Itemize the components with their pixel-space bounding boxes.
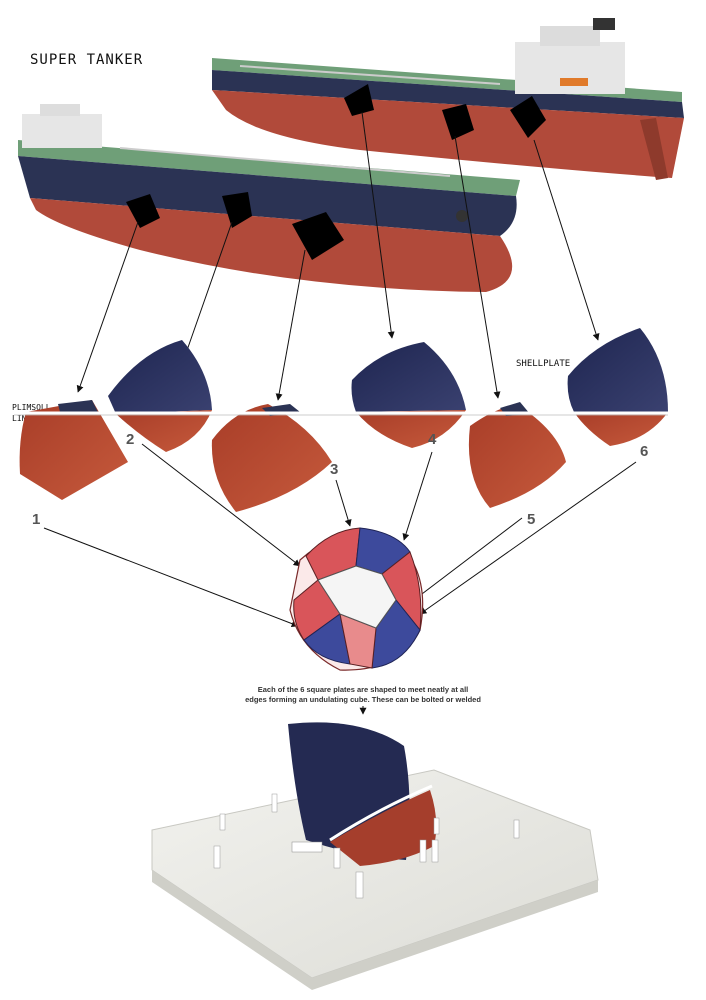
caption-line-1: Each of the 6 square plates are shaped t…	[258, 685, 469, 694]
plate-number-5: 5	[527, 511, 535, 528]
plimsoll-label-line1: PLIMSOLL	[12, 403, 51, 412]
plate-number-1: 1	[32, 511, 40, 528]
plate-number-2: 2	[126, 431, 134, 448]
hull-to-plate-arrows	[76, 111, 600, 401]
plimsoll-label-line2: LINE	[12, 414, 31, 423]
plate-1	[19, 400, 129, 500]
plate-4	[351, 342, 466, 448]
plate-number-6: 6	[640, 443, 648, 460]
page-title: SUPER TANKER	[30, 52, 143, 68]
plate-number-3: 3	[330, 461, 338, 478]
plate-3	[211, 404, 332, 512]
plate-5	[468, 402, 566, 508]
upper-tanker	[212, 18, 684, 180]
sculpture-model	[151, 722, 599, 990]
caption-line-2: edges forming an undulating cube. These …	[245, 695, 481, 704]
undulating-cube-sketch	[289, 527, 424, 671]
shellplate-label: SHELLPLATE	[516, 359, 570, 369]
hull-cutouts	[126, 84, 546, 260]
plate-to-cube-arrows	[43, 443, 637, 627]
plate-number-4: 4	[428, 431, 437, 448]
plate-6	[567, 328, 668, 446]
plate-2	[108, 340, 212, 452]
